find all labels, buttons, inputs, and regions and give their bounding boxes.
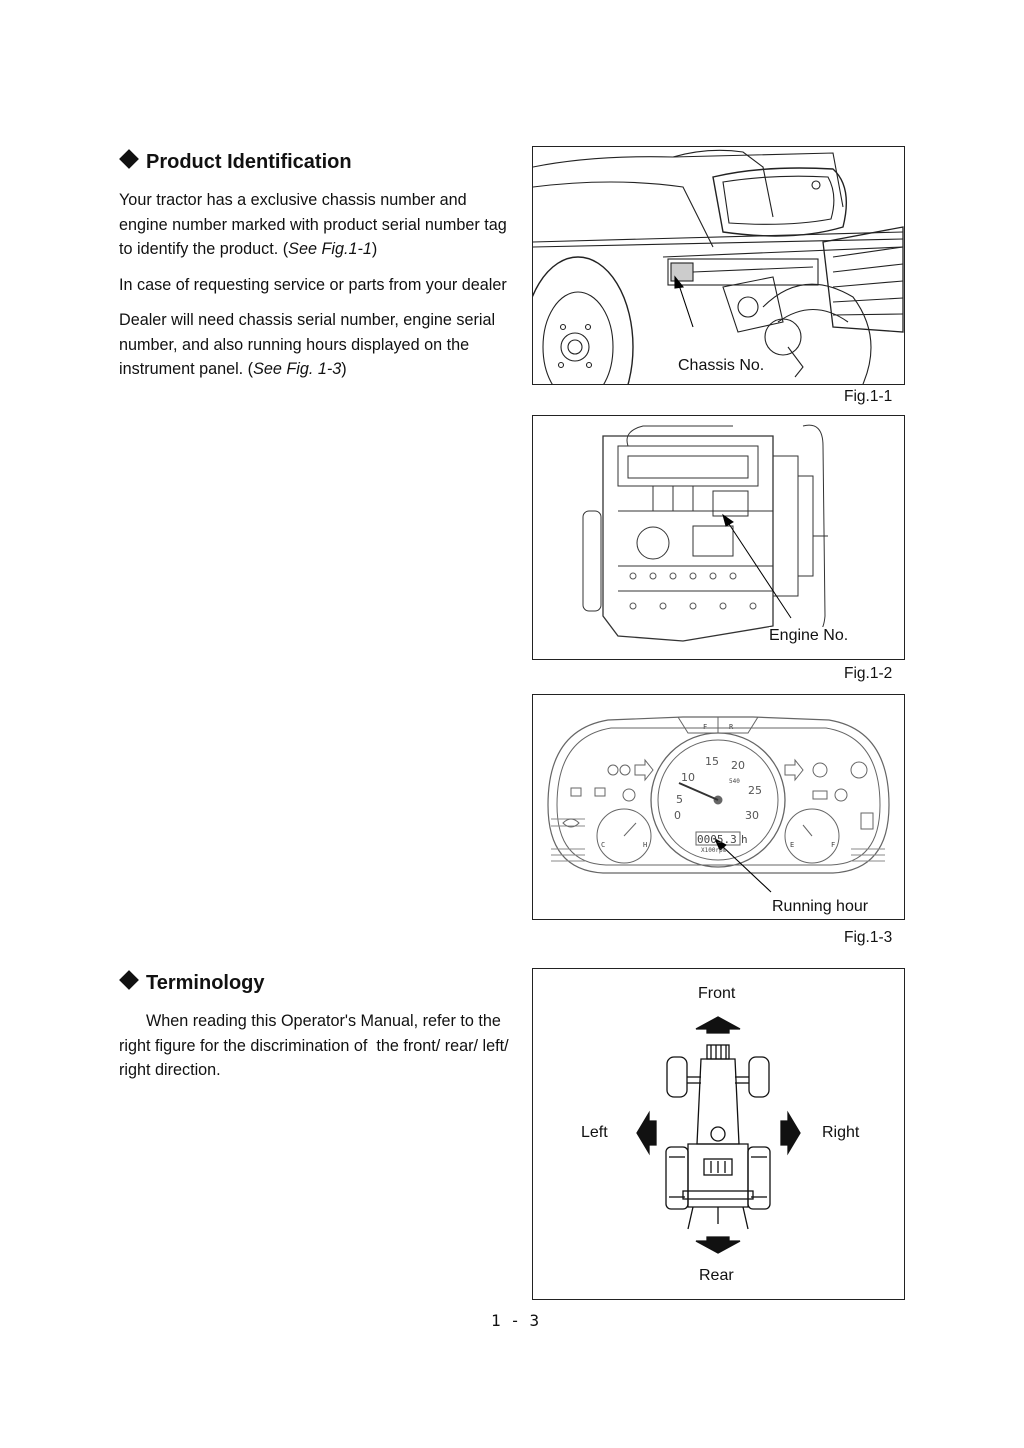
terminology-body: When reading this Operator's Manual, ref… (119, 1009, 514, 1094)
diamond-bullet-icon (119, 970, 139, 990)
hour-counter-unit: h (741, 833, 748, 846)
paragraph-3: Dealer will need chassis serial number, … (119, 311, 496, 378)
figure-engine-number: Engine No. (532, 415, 905, 660)
diamond-bullet-icon (119, 149, 139, 169)
engine-illustration (582, 424, 828, 642)
direction-rear-label: Rear (699, 1267, 734, 1285)
direction-right-label: Right (822, 1124, 860, 1142)
tach-tick-10: 10 (681, 771, 695, 784)
tach-tick-15: 15 (705, 755, 719, 768)
figure-instrument-panel: 0 5 10 15 20 25 30 0005.3 h X100rpm 540 … (532, 694, 905, 920)
figure-reference: See Fig. 1-3 (253, 360, 342, 378)
tach-tick-20: 20 (731, 759, 745, 772)
instrument-panel-illustration: 0 5 10 15 20 25 30 0005.3 h X100rpm 540 … (547, 716, 890, 893)
section-heading-product-identification: Product Identification (118, 149, 352, 174)
temp-high-label: H (643, 841, 647, 849)
chassis-number-label: Chassis No. (678, 357, 765, 375)
engine-number-label: Engine No. (769, 627, 849, 645)
front-arrow-icon (695, 1016, 741, 1034)
panel-top-right-letter: R (729, 723, 734, 731)
tractor-chassis-illustration (533, 149, 904, 384)
page-number: 1 - 3 (491, 1311, 540, 1330)
fuel-full-label: F (831, 841, 835, 849)
section-title: Product Identification (146, 151, 352, 173)
rpm-unit-label: X100rpm (701, 847, 727, 854)
figure-caption-1-3: Fig.1-3 (844, 929, 893, 946)
terminology-paragraph: When reading this Operator's Manual, ref… (119, 1012, 514, 1079)
temp-low-label: C (601, 841, 605, 849)
tach-tick-25: 25 (748, 784, 762, 797)
running-hour-label: Running hour (772, 898, 869, 916)
rear-arrow-icon (695, 1236, 741, 1254)
section-title: Terminology (146, 972, 265, 994)
tach-tick-5: 5 (676, 793, 683, 806)
tractor-top-view-illustration (636, 1016, 801, 1254)
tach-tick-30: 30 (745, 809, 759, 822)
figure-caption-1-1: Fig.1-1 (844, 388, 893, 405)
direction-left-label: Left (581, 1124, 608, 1142)
figure-reference: See Fig.1-1 (288, 240, 372, 258)
panel-top-left-letter: F (703, 723, 707, 731)
right-arrow-icon (780, 1110, 801, 1156)
paragraph-2: In case of requesting service or parts f… (119, 275, 507, 294)
figure-caption-1-2: Fig.1-2 (844, 665, 893, 682)
hour-counter-digits: 0005.3 (697, 833, 737, 846)
section-heading-terminology: Terminology (118, 970, 265, 995)
paragraph-1: Your tractor has a exclusive chassis num… (119, 191, 507, 258)
pto-badge: 540 (729, 778, 740, 785)
fuel-empty-label: E (790, 841, 794, 849)
direction-front-label: Front (698, 985, 736, 1003)
tach-tick-0: 0 (674, 809, 681, 822)
product-identification-body: Your tractor has a exclusive chassis num… (119, 188, 514, 393)
figure-chassis-number: Chassis No. (532, 146, 905, 385)
figure-tractor-directions: Front Rear Left Right (532, 968, 905, 1300)
left-arrow-icon (636, 1110, 657, 1156)
